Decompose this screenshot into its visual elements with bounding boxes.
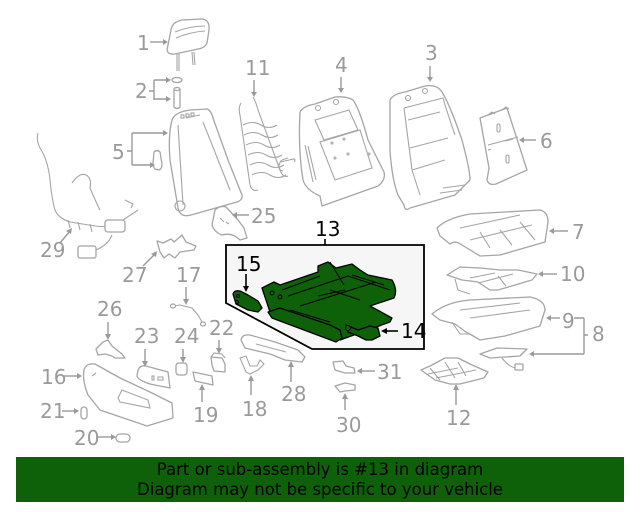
callout-13[interactable]: 13 bbox=[315, 217, 340, 241]
part-14-actuator[interactable] bbox=[345, 324, 381, 341]
part-1-headrest[interactable] bbox=[166, 18, 210, 71]
part-19-switch-knob[interactable] bbox=[192, 371, 214, 386]
callout-26[interactable]: 26 bbox=[97, 297, 122, 321]
callout-5[interactable]: 5 bbox=[112, 140, 125, 164]
part-26-bracket[interactable] bbox=[95, 339, 126, 359]
callout-20[interactable]: 20 bbox=[74, 426, 99, 450]
callout-18[interactable]: 18 bbox=[242, 397, 267, 421]
callout-30[interactable]: 30 bbox=[336, 413, 361, 437]
callout-14[interactable]: 14 bbox=[401, 319, 426, 343]
part-16-side-shield[interactable] bbox=[82, 363, 174, 427]
callout-8[interactable]: 8 bbox=[592, 322, 605, 346]
part-12-seat-pan[interactable] bbox=[420, 357, 489, 385]
callout-31[interactable]: 31 bbox=[377, 360, 402, 384]
part-4-seatback-panel[interactable] bbox=[278, 96, 386, 207]
parts-diagram: 1 2 5 11 4 3 bbox=[36, 18, 605, 450]
banner-line-2: Diagram may not be specific to your vehi… bbox=[137, 479, 503, 499]
banner-line-1: Part or sub-assembly is #13 in diagram bbox=[156, 459, 484, 479]
callout-7[interactable]: 7 bbox=[572, 220, 585, 244]
callout-12[interactable]: 12 bbox=[446, 406, 471, 430]
callout-17[interactable]: 17 bbox=[176, 263, 201, 287]
part-30-bracket[interactable] bbox=[334, 382, 356, 393]
part-25-bracket[interactable] bbox=[211, 205, 248, 241]
callout-4[interactable]: 4 bbox=[335, 53, 348, 77]
callout-27[interactable]: 27 bbox=[122, 263, 147, 287]
callout-3[interactable]: 3 bbox=[425, 41, 438, 65]
part-17-cable[interactable] bbox=[169, 303, 207, 327]
part-8-sensor-mat[interactable] bbox=[479, 347, 528, 371]
part-27-trim[interactable] bbox=[156, 234, 197, 259]
callout-9[interactable]: 9 bbox=[562, 309, 575, 333]
callout-24[interactable]: 24 bbox=[174, 324, 199, 348]
part-10-heater[interactable] bbox=[446, 266, 538, 295]
part-28-track-cover[interactable] bbox=[240, 334, 306, 363]
callout-2[interactable]: 2 bbox=[135, 79, 148, 103]
callout-22[interactable]: 22 bbox=[209, 316, 234, 340]
part-3-seatback-cushion[interactable] bbox=[389, 84, 471, 211]
part-5-seatback-frame[interactable] bbox=[152, 108, 243, 217]
callout-28[interactable]: 28 bbox=[281, 382, 306, 406]
callout-15[interactable]: 15 bbox=[236, 252, 261, 276]
callout-23[interactable]: 23 bbox=[134, 324, 159, 348]
part-31-clip[interactable] bbox=[332, 360, 356, 374]
part-13-seat-adjuster[interactable] bbox=[261, 261, 397, 343]
part-2-headrest-guide[interactable] bbox=[171, 76, 183, 110]
callout-16[interactable]: 16 bbox=[41, 365, 66, 389]
part-9-cushion-pad[interactable] bbox=[431, 296, 546, 341]
callout-25[interactable]: 25 bbox=[251, 204, 276, 228]
callout-19[interactable]: 19 bbox=[193, 403, 218, 427]
part-15-motor[interactable] bbox=[232, 290, 263, 313]
part-6-back-panel[interactable] bbox=[479, 106, 528, 186]
callout-21[interactable]: 21 bbox=[40, 399, 65, 423]
part-29-wiring-harness[interactable] bbox=[36, 132, 139, 259]
part-22-switch[interactable] bbox=[210, 352, 226, 373]
callout-11[interactable]: 11 bbox=[245, 56, 270, 80]
part-7-seat-cover[interactable] bbox=[436, 209, 549, 257]
part-20-cap[interactable] bbox=[115, 433, 131, 443]
part-18-bracket[interactable] bbox=[239, 355, 265, 375]
callout-6[interactable]: 6 bbox=[540, 129, 553, 153]
callout-1[interactable]: 1 bbox=[137, 31, 150, 55]
part-23-switch-bezel[interactable] bbox=[136, 365, 171, 389]
callout-10[interactable]: 10 bbox=[560, 262, 585, 286]
part-24-knob[interactable] bbox=[175, 362, 188, 376]
part-11-spring-mat[interactable] bbox=[238, 96, 296, 191]
notice-banner: Part or sub-assembly is #13 in diagram D… bbox=[16, 457, 624, 502]
part-21-clip[interactable] bbox=[80, 406, 88, 420]
